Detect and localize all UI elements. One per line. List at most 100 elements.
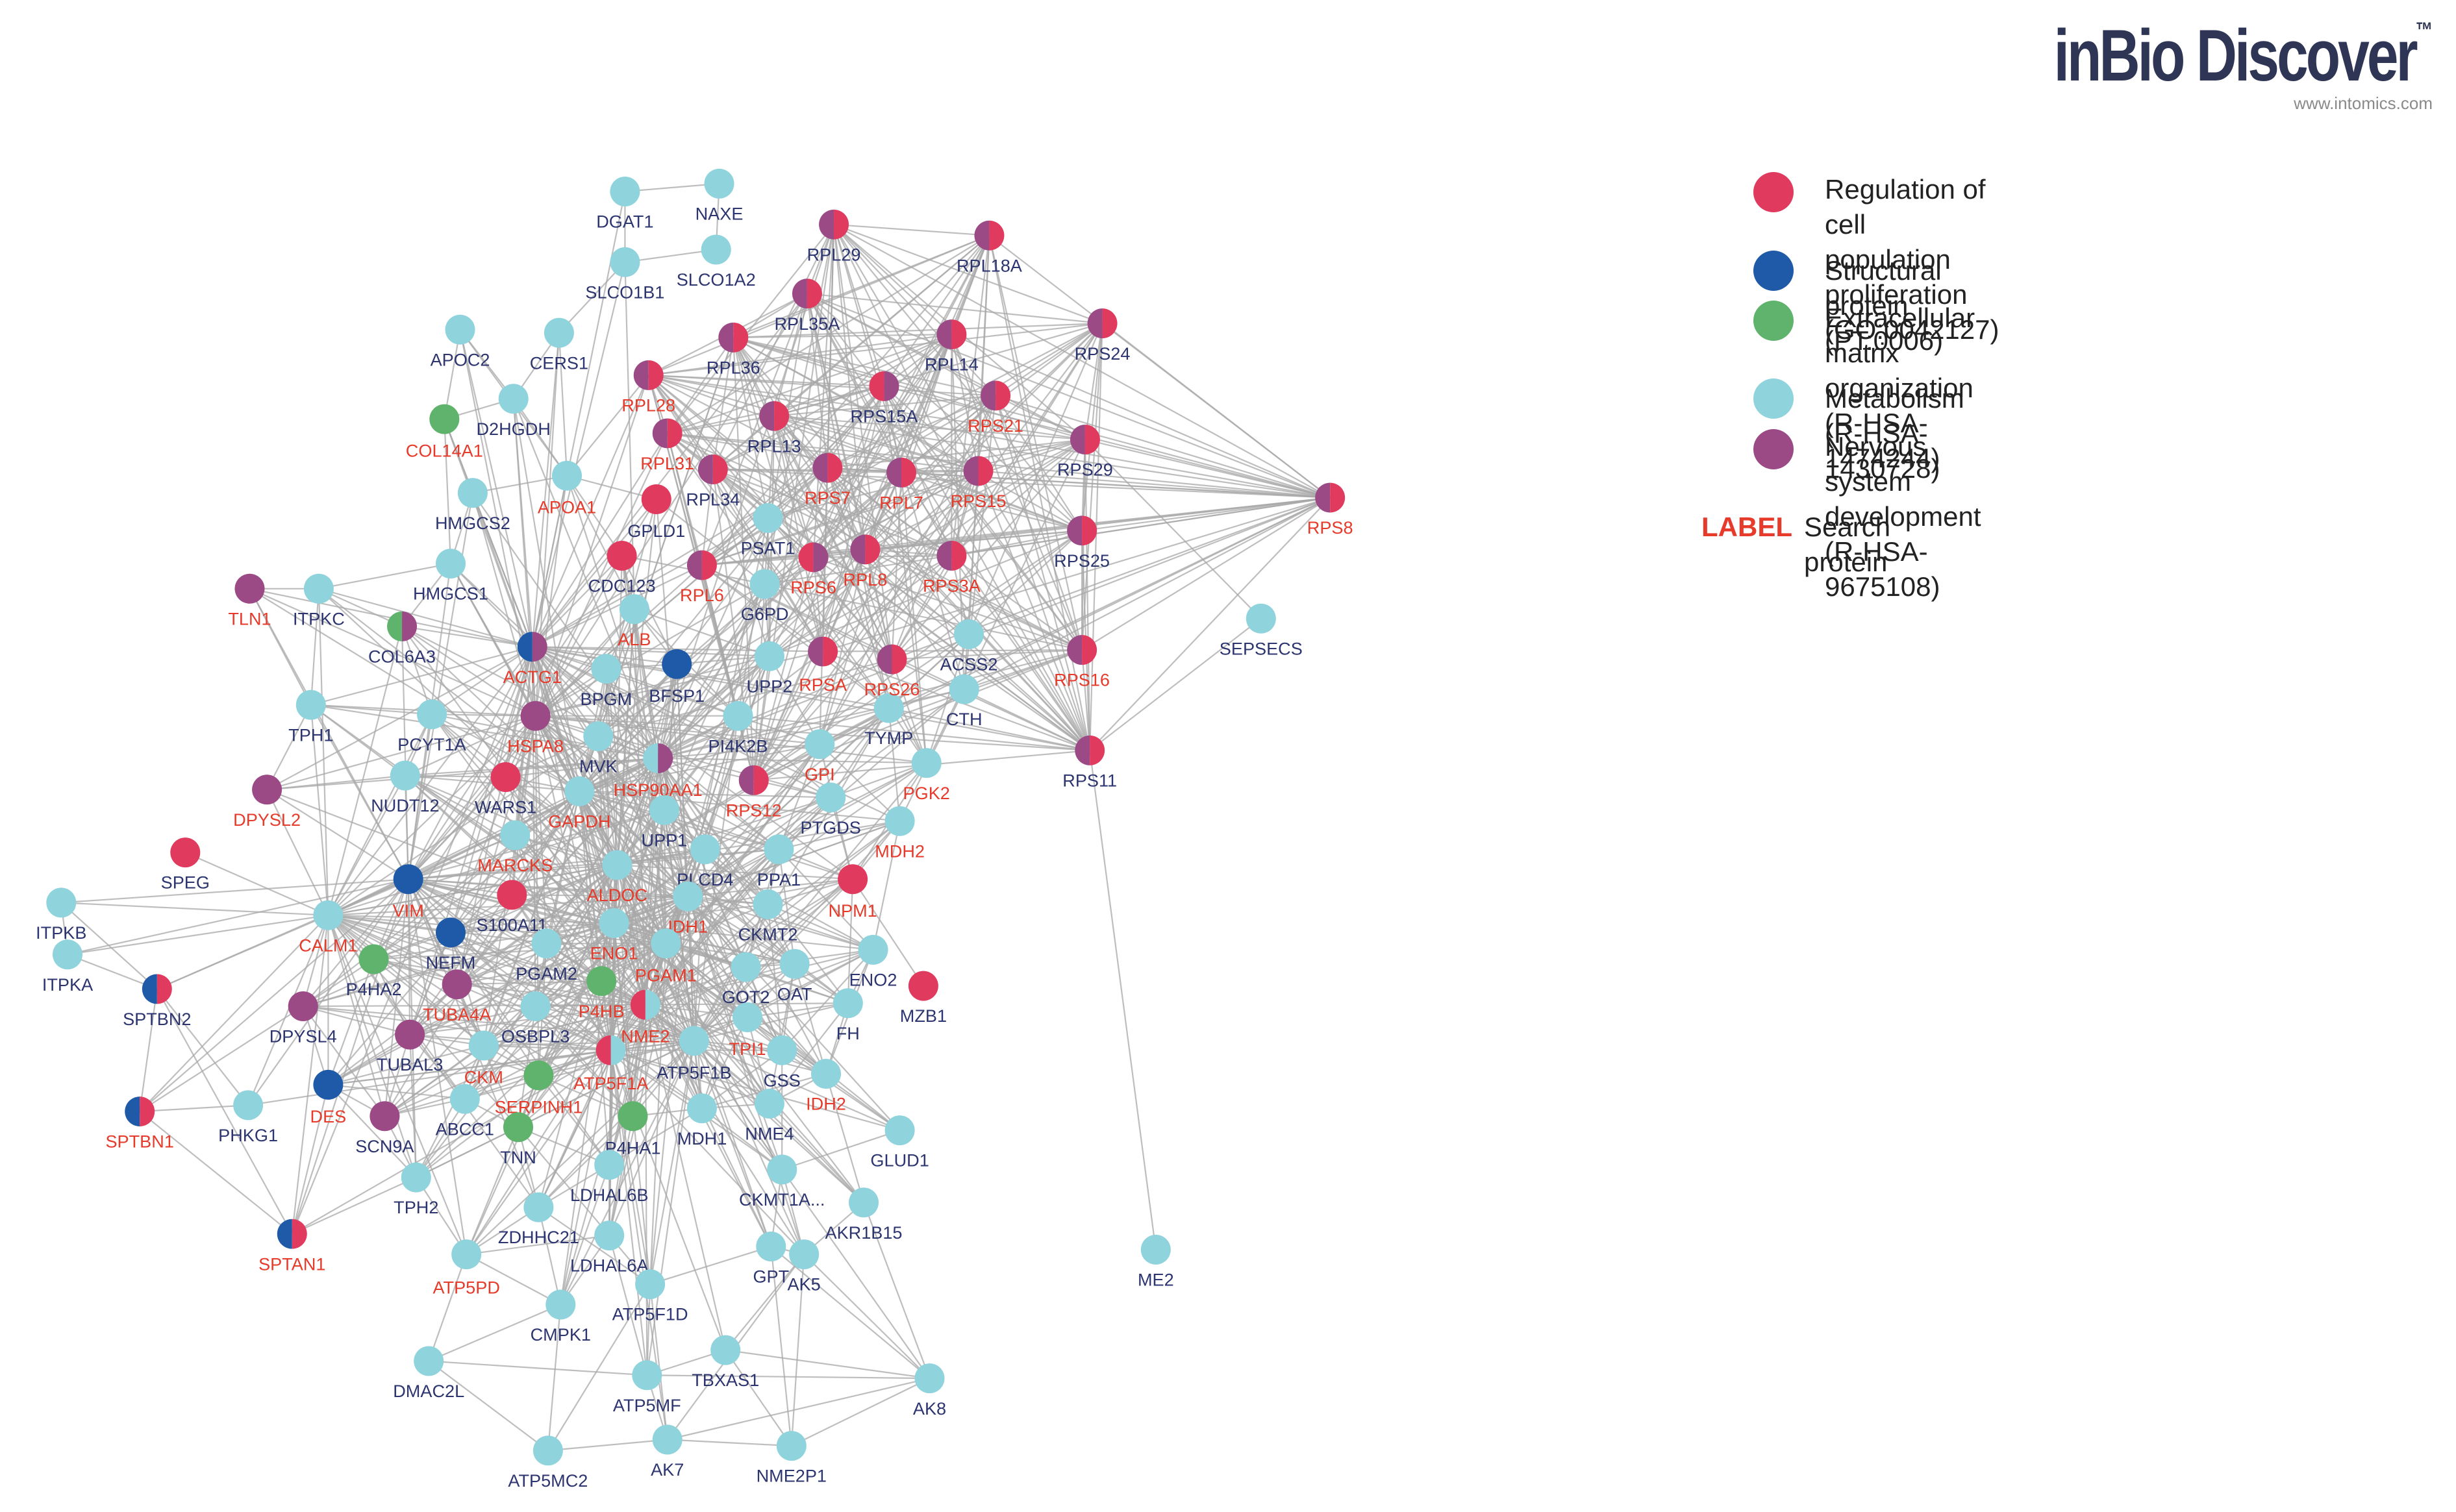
node-rps26[interactable]: RPS26 xyxy=(864,644,920,700)
node-bpgm[interactable]: BPGM xyxy=(581,654,633,709)
node-apoa1[interactable]: APOA1 xyxy=(538,460,596,517)
node-gss[interactable]: GSS xyxy=(764,1035,801,1091)
node-rpsa[interactable]: RPSA xyxy=(799,636,847,695)
node-sptbn1[interactable]: SPTBN1 xyxy=(105,1097,174,1152)
node-rps25[interactable]: RPS25 xyxy=(1054,515,1110,571)
node-itpka[interactable]: ITPKA xyxy=(42,939,94,995)
node-nefm[interactable]: NEFM xyxy=(426,917,476,973)
node-eno1[interactable]: ENO1 xyxy=(590,908,638,963)
node-tymp[interactable]: TYMP xyxy=(864,693,913,749)
node-hspa8[interactable]: HSPA8 xyxy=(507,700,564,756)
node-slco1a2[interactable]: SLCO1A2 xyxy=(677,234,756,290)
node-mdh1[interactable]: MDH1 xyxy=(677,1093,727,1148)
node-pgam1[interactable]: PGAM1 xyxy=(635,928,697,985)
node-ldhal6a[interactable]: LDHAL6A xyxy=(570,1221,649,1276)
node-psat1[interactable]: PSAT1 xyxy=(741,503,796,558)
node-acss2[interactable]: ACSS2 xyxy=(940,619,998,675)
node-atp5pd[interactable]: ATP5PD xyxy=(433,1239,500,1298)
node-nme2[interactable]: NME2 xyxy=(621,989,670,1047)
node-vim[interactable]: VIM xyxy=(393,864,424,921)
node-rps7[interactable]: RPS7 xyxy=(805,452,851,508)
node-rpl8[interactable]: RPL8 xyxy=(844,534,888,589)
node-pcyt1a[interactable]: PCYT1A xyxy=(397,699,467,754)
node-ak7[interactable]: AK7 xyxy=(651,1424,684,1480)
node-gpt[interactable]: GPT xyxy=(753,1232,789,1287)
node-nudt12[interactable]: NUDT12 xyxy=(371,760,440,816)
node-pi4k2b[interactable]: PI4K2B xyxy=(708,700,768,756)
node-got2[interactable]: GOT2 xyxy=(722,952,770,1008)
node-calm1[interactable]: CALM1 xyxy=(299,900,358,956)
node-hsp90aa1[interactable]: HSP90AA1 xyxy=(614,743,703,800)
node-ckmt1a-[interactable]: CKMT1A... xyxy=(739,1154,825,1210)
node-abcc1[interactable]: ABCC1 xyxy=(436,1084,494,1139)
node-cers1[interactable]: CERS1 xyxy=(530,317,588,373)
node-osbpl3[interactable]: OSBPL3 xyxy=(501,991,570,1047)
node-alb[interactable]: ALB xyxy=(618,594,651,649)
node-dpysl2[interactable]: DPYSL2 xyxy=(233,775,301,830)
node-scn9a[interactable]: SCN9A xyxy=(355,1101,415,1156)
node-d2hgdh[interactable]: D2HGDH xyxy=(476,384,551,439)
node-rpl13[interactable]: RPL13 xyxy=(747,401,801,456)
node-rps15[interactable]: RPS15 xyxy=(951,456,1007,511)
node-apoc2[interactable]: APOC2 xyxy=(431,314,490,370)
node-rpl34[interactable]: RPL34 xyxy=(686,454,740,510)
node-ak8[interactable]: AK8 xyxy=(913,1363,946,1419)
node-serpinh1[interactable]: SERPINH1 xyxy=(495,1060,583,1117)
node-rps16[interactable]: RPS16 xyxy=(1054,635,1110,690)
node-rps11[interactable]: RPS11 xyxy=(1062,735,1117,791)
node-rpl28[interactable]: RPL28 xyxy=(621,360,675,415)
node-col14a1[interactable]: COL14A1 xyxy=(406,404,483,461)
node-atp5mc2[interactable]: ATP5MC2 xyxy=(508,1435,588,1491)
node-bfsp1[interactable]: BFSP1 xyxy=(649,649,705,706)
node-ldhal6b[interactable]: LDHAL6B xyxy=(570,1150,648,1205)
node-hmgcs2[interactable]: HMGCS2 xyxy=(435,478,510,533)
node-eno2[interactable]: ENO2 xyxy=(849,935,897,990)
node-rps29[interactable]: RPS29 xyxy=(1057,425,1113,480)
node-col6a3[interactable]: COL6A3 xyxy=(368,611,436,667)
node-gpi[interactable]: GPI xyxy=(805,729,835,784)
node-itpkc[interactable]: ITPKC xyxy=(293,573,345,629)
node-upp2[interactable]: UPP2 xyxy=(747,641,793,697)
node-zdhhc21[interactable]: ZDHHC21 xyxy=(498,1192,579,1248)
node-mdh2[interactable]: MDH2 xyxy=(875,806,925,861)
node-atp5f1a[interactable]: ATP5F1A xyxy=(573,1035,649,1093)
node-cdc123[interactable]: CDC123 xyxy=(588,541,656,596)
node-s100a11[interactable]: S100A11 xyxy=(477,880,547,935)
node-tbxas1[interactable]: TBXAS1 xyxy=(692,1335,759,1391)
node-rps12[interactable]: RPS12 xyxy=(726,765,782,821)
node-tuba4a[interactable]: TUBA4A xyxy=(423,969,492,1024)
node-tpi1[interactable]: TPI1 xyxy=(729,1002,766,1059)
node-aldoc[interactable]: ALDOC xyxy=(587,850,647,905)
node-marcks[interactable]: MARCKS xyxy=(477,820,553,876)
node-atp5f1d[interactable]: ATP5F1D xyxy=(612,1269,688,1324)
node-ckm[interactable]: CKM xyxy=(464,1030,503,1087)
node-gpld1[interactable]: GPLD1 xyxy=(627,484,685,541)
node-sptan1[interactable]: SPTAN1 xyxy=(258,1219,325,1274)
node-slco1b1[interactable]: SLCO1B1 xyxy=(585,247,664,303)
node-dgat1[interactable]: DGAT1 xyxy=(596,177,654,232)
node-nme2p1[interactable]: NME2P1 xyxy=(757,1431,827,1486)
node-ckmt2[interactable]: CKMT2 xyxy=(738,889,798,945)
node-atp5mf[interactable]: ATP5MF xyxy=(613,1360,681,1415)
node-pgam2[interactable]: PGAM2 xyxy=(516,928,577,984)
node-p4hb[interactable]: P4HB xyxy=(579,966,625,1021)
node-rps24[interactable]: RPS24 xyxy=(1075,308,1131,364)
node-des[interactable]: DES xyxy=(310,1069,347,1126)
node-tph1[interactable]: TPH1 xyxy=(288,689,333,745)
node-cmpk1[interactable]: CMPK1 xyxy=(531,1289,591,1345)
node-oat[interactable]: OAT xyxy=(777,948,812,1004)
node-naxe[interactable]: NAXE xyxy=(695,168,744,224)
node-rpl29[interactable]: RPL29 xyxy=(807,209,861,265)
node-tln1[interactable]: TLN1 xyxy=(228,573,271,629)
node-rpl7[interactable]: RPL7 xyxy=(879,457,923,513)
node-rps8[interactable]: RPS8 xyxy=(1307,482,1353,538)
node-p4ha2[interactable]: P4HA2 xyxy=(346,944,402,1000)
node-tnn[interactable]: TNN xyxy=(500,1112,536,1167)
node-ak5[interactable]: AK5 xyxy=(787,1239,821,1295)
node-pgk2[interactable]: PGK2 xyxy=(903,748,950,803)
node-p4ha1[interactable]: P4HA1 xyxy=(605,1101,661,1158)
node-hmgcs1[interactable]: HMGCS1 xyxy=(413,549,488,604)
node-sptbn2[interactable]: SPTBN2 xyxy=(123,974,192,1029)
node-rps21[interactable]: RPS21 xyxy=(968,380,1023,436)
node-rps6[interactable]: RPS6 xyxy=(790,542,836,597)
